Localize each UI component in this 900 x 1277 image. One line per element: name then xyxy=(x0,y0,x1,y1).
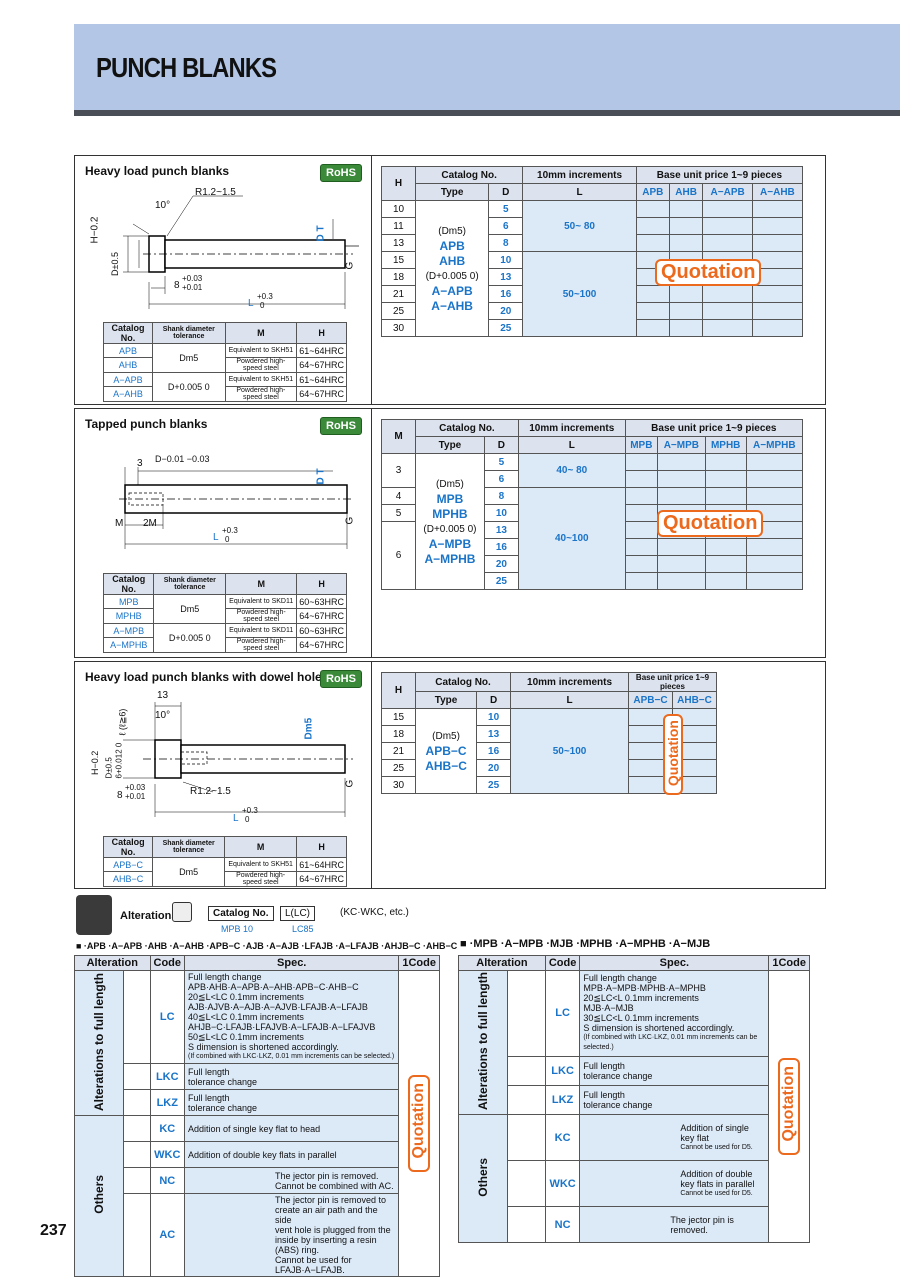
alterations-icon xyxy=(76,895,112,935)
tol-8a: +0.03 xyxy=(182,274,203,283)
dim-13: 13 xyxy=(157,690,169,701)
dim-h: H−0.2 xyxy=(89,216,101,244)
dim-dm5: Dm5 xyxy=(303,717,315,740)
dim-dt: D T xyxy=(315,225,327,242)
drawing-tapped xyxy=(119,467,353,549)
dim-angle: 10° xyxy=(155,200,171,211)
tol-l0: 0 xyxy=(225,535,230,544)
fax-icon xyxy=(172,902,192,922)
left-series-title: ■ ·APB ·A−APB ·AHB ·A−AHB ·APB−C ·AJB ·A… xyxy=(76,941,458,951)
page-number: 237 xyxy=(40,1222,67,1239)
rohs-badge: RoHS xyxy=(320,417,362,435)
dim-l: L xyxy=(213,532,219,543)
panel-title: Tapped punch blanks xyxy=(85,417,208,431)
right-series-title: ■ ·MPB ·A−MPB ·MJB ·MPHB ·A−MPHB ·A−MJB xyxy=(460,938,711,950)
alterations-label: Alterations xyxy=(120,910,178,922)
dim-g: G xyxy=(344,516,356,525)
tol-8a: +0.03 xyxy=(125,783,146,792)
dim-l: L xyxy=(233,813,239,824)
drawing-heavy-load xyxy=(123,195,359,309)
panel-dowel: Heavy load punch blanks with dowel holes… xyxy=(74,661,826,889)
dim-8: 8 xyxy=(117,790,123,801)
quotation-badge: Quotation xyxy=(655,259,762,286)
panel-tapped: Tapped punch blanks RoHS 3 D−0.01 −0.03 … xyxy=(74,408,826,658)
dim-8: 8 xyxy=(174,280,180,291)
rohs-badge: RoHS xyxy=(320,670,362,688)
dim-d: D±0.5 xyxy=(110,252,120,276)
tol-l: +0.3 xyxy=(257,292,273,301)
catalog-box: Catalog No. xyxy=(208,906,274,921)
dim-dt: D T xyxy=(315,468,327,485)
dim-2m: 2M xyxy=(143,518,157,529)
dim-radius: R1.2~1.5 xyxy=(190,786,231,797)
dim-m: M xyxy=(115,518,124,529)
dim-ell: ℓ (ℓ≧6) xyxy=(117,708,128,736)
dim-g: G xyxy=(344,779,356,788)
dim-3: 3 xyxy=(137,458,143,469)
tol-8b: +0.01 xyxy=(182,283,203,292)
panel-title: Heavy load punch blanks with dowel holes xyxy=(85,670,329,684)
quotation-badge: Quotation xyxy=(663,714,683,796)
dim-dtol: D−0.01 −0.03 xyxy=(155,454,210,464)
example-2: LC85 xyxy=(292,924,314,934)
dim-six: 6+0.012 0 xyxy=(114,742,124,779)
drawing-dowel xyxy=(123,702,353,817)
example-suffix: (KC·WKC, etc.) xyxy=(340,907,409,918)
tol-l: +0.3 xyxy=(222,526,238,535)
tol-l: +0.3 xyxy=(242,806,258,815)
dim-h: H−0.2 xyxy=(90,750,100,775)
dim-l: L xyxy=(248,298,254,309)
example-1: MPB 10 xyxy=(221,924,254,934)
page-title: PUNCH BLANKS xyxy=(96,52,277,83)
llc-box: L(LC) xyxy=(280,906,316,921)
dim-angle: 10° xyxy=(155,710,171,721)
header-band: PUNCH BLANKS xyxy=(74,24,900,116)
panel-title: Heavy load punch blanks xyxy=(85,164,230,178)
dim-d: D±0.5 xyxy=(104,757,114,779)
panel-heavy-load: Heavy load punch blanks RoHS R1.2~1.5 10… xyxy=(74,155,826,405)
quotation-badge: Quotation xyxy=(657,510,764,537)
rohs-badge: RoHS xyxy=(320,164,362,182)
tol-8b: +0.01 xyxy=(125,792,146,801)
dim-g: G xyxy=(344,261,356,270)
tol-l0: 0 xyxy=(260,301,265,310)
dim-radius: R1.2~1.5 xyxy=(195,187,236,198)
tol-l0: 0 xyxy=(245,815,250,824)
